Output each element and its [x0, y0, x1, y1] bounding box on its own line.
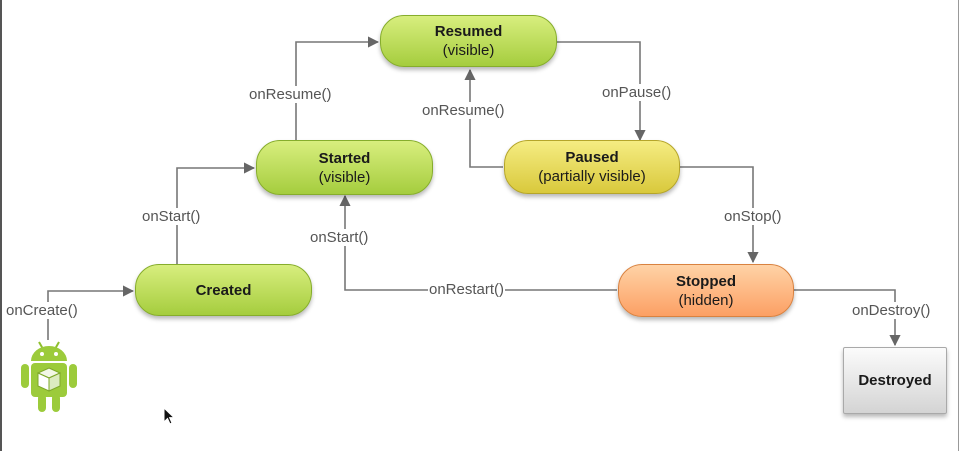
state-started: Started (visible) — [256, 140, 433, 195]
arrow-on-create — [47, 285, 135, 340]
arrow-on-stop — [680, 166, 759, 264]
label-on-stop: onStop() — [723, 208, 783, 225]
state-destroyed: Destroyed — [843, 347, 947, 414]
arrow-on-destroy — [793, 289, 901, 347]
state-paused-subtitle: (partially visible) — [538, 168, 646, 185]
state-created: Created — [135, 264, 312, 316]
state-resumed-subtitle: (visible) — [442, 42, 495, 59]
state-stopped-title: Stopped — [676, 272, 736, 290]
state-stopped: Stopped (hidden) — [618, 264, 794, 317]
state-started-subtitle: (visible) — [318, 168, 371, 186]
state-started-title: Started — [318, 149, 371, 167]
label-on-start-2: onStart() — [309, 229, 370, 246]
arrow-on-resume-1 — [295, 36, 380, 142]
label-on-create: onCreate() — [5, 302, 79, 319]
label-on-start-1: onStart() — [141, 208, 202, 225]
state-resumed: Resumed (visible) — [380, 15, 557, 67]
state-paused-title: Paused — [565, 149, 619, 166]
label-on-resume-1: onResume() — [248, 86, 333, 103]
label-on-restart: onRestart() — [428, 281, 506, 298]
state-resumed-title: Resumed — [434, 23, 503, 40]
label-on-pause: onPause() — [601, 84, 673, 101]
label-on-destroy: onDestroy() — [851, 302, 932, 319]
state-stopped-subtitle: (hidden) — [678, 291, 734, 309]
label-on-resume-2: onResume() — [421, 102, 506, 119]
state-destroyed-title: Destroyed — [858, 372, 932, 389]
mouse-cursor-icon — [163, 407, 176, 425]
arrow-on-start-1 — [176, 162, 256, 266]
android-robot-icon — [21, 341, 77, 412]
state-paused: Paused (partially visible) — [504, 140, 680, 194]
arrow-on-pause — [557, 41, 646, 142]
state-created-title: Created — [195, 281, 252, 299]
arrow-on-restart — [339, 194, 617, 291]
